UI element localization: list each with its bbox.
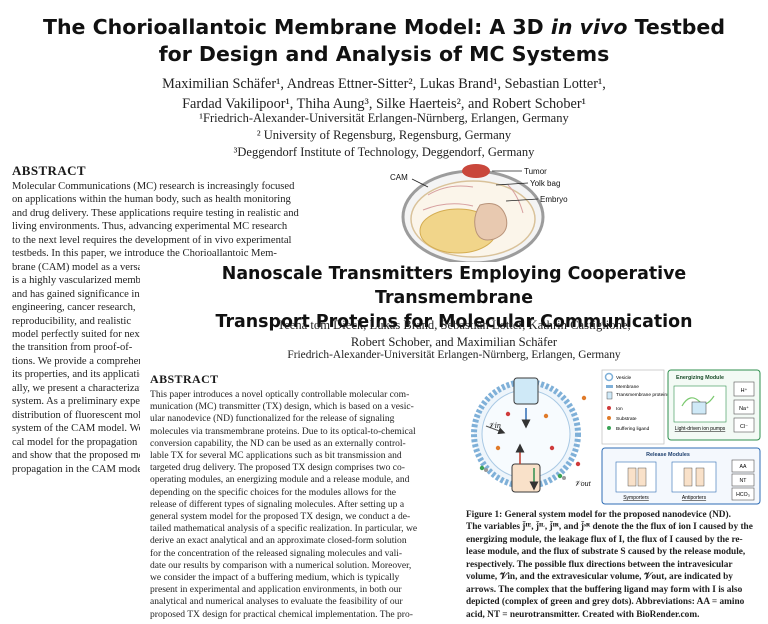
- paper1-authors: Maximilian Schäfer¹, Andreas Ettner-Sitt…: [162, 76, 606, 112]
- paper2-title: Nanoscale Transmitters Employing Coopera…: [215, 264, 693, 332]
- label-tumor: Tumor: [524, 167, 547, 176]
- ion-cl: Cl⁻: [740, 424, 748, 430]
- legend-ion: Ion: [616, 406, 623, 412]
- tumor: [462, 164, 490, 178]
- paper2-abstract-heading: ABSTRACT: [150, 372, 219, 386]
- legend-substrate: Substrate: [616, 416, 637, 422]
- release-hco3: HCO₃: [736, 492, 750, 498]
- label-embryo: Embryo: [540, 195, 568, 204]
- release-module-title: Release Modules: [646, 452, 690, 458]
- paper1-affiliations: ¹Friedrich-Alexander-Universität Erlange…: [199, 111, 569, 159]
- cam-egg-figure: Tumor Yolk bag Embryo CAM: [390, 164, 568, 263]
- release-nt: NT: [740, 478, 748, 484]
- label-cam: CAM: [390, 173, 408, 182]
- figure-caption: Figure 1: General system model for the p…: [466, 510, 753, 620]
- antiporters-label: Antiporters: [682, 495, 707, 501]
- legend-buffering-ligand: Buffering ligand: [616, 426, 650, 432]
- paper2-abstract-body: This paper introduces a novel optically …: [150, 389, 418, 620]
- paper1-abstract-body: Molecular Communications (MC) research i…: [12, 181, 299, 475]
- energizing-module-title: Energizing Module: [676, 375, 724, 381]
- release-aa: AA: [740, 464, 747, 470]
- embryo: [474, 203, 508, 241]
- legend-transmembrane-proteins: Transmembrane proteins: [616, 392, 670, 398]
- v-in-label: 𝒱in: [488, 421, 501, 430]
- ion-na: Na⁺: [739, 406, 749, 412]
- ion-h: H⁺: [741, 388, 748, 394]
- paper1-abstract-heading: ABSTRACT: [12, 163, 86, 178]
- label-yolk-bag: Yolk bag: [530, 179, 560, 188]
- figure-legend: [601, 369, 665, 445]
- release-transporter: [511, 463, 541, 493]
- energizing-module-subtitle: Light-driven ion pumps: [675, 426, 726, 432]
- symporters-label: Symporters: [623, 495, 649, 501]
- paper2-affiliation: Friedrich-Alexander-Universität Erlangen…: [287, 349, 621, 361]
- legend-vesicle: Vesicle: [616, 375, 632, 381]
- nanodevice-figure: 𝒱in 𝒱out Vesicle Membrane Transmembrane …: [471, 369, 761, 505]
- v-out-label: 𝒱out: [574, 479, 592, 488]
- legend-membrane: Membrane: [616, 384, 639, 390]
- paper2-authors: Teena tom Dieck, Lukas Brand, Sebastian …: [277, 318, 631, 349]
- paper1-title: The Chorioallantoic Membrane Model: A 3D…: [42, 15, 725, 66]
- energizing-pump: [513, 377, 539, 405]
